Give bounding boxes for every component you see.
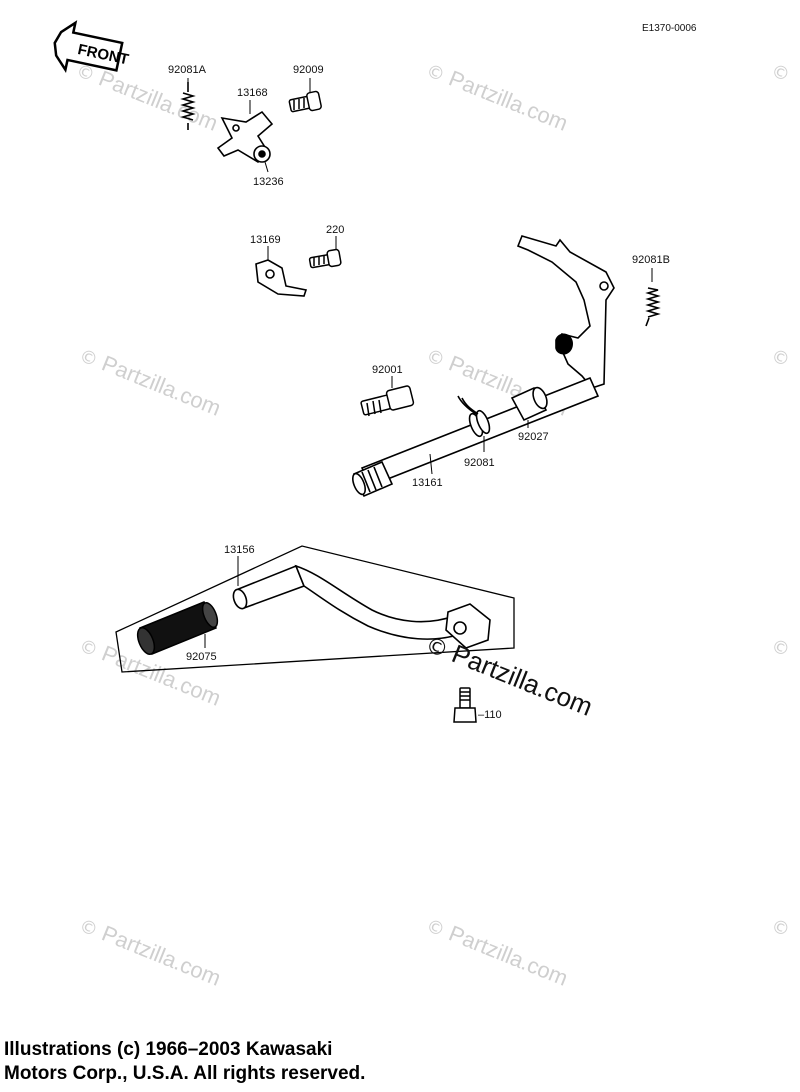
label-92009: 92009 [293,64,324,76]
label-13161: 13161 [412,477,443,489]
watermark-copyright-icon: © [768,345,793,371]
watermark-foreground: © Partzilla.com [422,632,597,721]
watermark-text: Partzilla.com [445,920,571,990]
watermark-copyright-icon: © [423,60,448,86]
watermark-text: Partzilla.com [98,920,224,990]
watermark-copyright-icon: © [76,345,101,371]
copyright-line-1: Illustrations (c) 1966–2003 Kawasaki [4,1039,333,1060]
watermark-copyright-icon: © [768,635,793,661]
bracket-13169 [255,259,308,297]
label-92081a: 92081A [168,64,207,76]
watermark-copyright-icon: © [76,635,101,661]
watermark-copyright-icon: © [768,915,793,941]
label-220: 220 [326,224,344,236]
watermark-copyright-icon: © [423,915,448,941]
label-13236: 13236 [253,176,284,188]
watermark-copyright-icon: © [768,60,793,86]
lever-13168 [216,110,274,164]
bolt-92001 [360,385,415,417]
watermark-copyright-icon: © [423,345,448,371]
watermark-text: Partzilla.com [445,65,571,135]
pedal-rubber-92075 [136,601,219,655]
pedal-assembly-outline [115,545,515,673]
diagram-code: E1370-0006 [642,23,697,34]
label-13168: 13168 [237,87,268,99]
copyright-line-2: Motors Corp., U.S.A. All rights reserved… [4,1063,366,1084]
shift-pedal-13156 [232,564,491,649]
leader-13161 [429,453,433,475]
label-92075: 92075 [186,651,217,663]
label-13169: 13169 [250,234,281,246]
watermark-layer: © Partzilla.com © Partzilla.com © © Part… [73,60,793,991]
bolt-220 [308,248,342,269]
bolt-92009 [288,90,322,113]
front-arrow-icon: FRONT [53,20,130,73]
spring-92081b [645,287,661,327]
label-92027: 92027 [518,431,549,443]
label-13156: 13156 [224,544,255,556]
copyright-notice: Illustrations (c) 1966–2003 Kawasaki Mot… [4,1038,564,1086]
bolt-110 [453,687,477,723]
label-92001: 92001 [372,364,403,376]
leader-13236 [264,161,269,173]
label-92081: 92081 [464,457,495,469]
label-110: –110 [478,709,502,721]
watermark-text: Partzilla.com [98,350,224,420]
shift-shaft-13161 [351,235,615,498]
watermark-copyright-icon: © [76,915,101,941]
label-92081b: 92081B [632,254,670,266]
